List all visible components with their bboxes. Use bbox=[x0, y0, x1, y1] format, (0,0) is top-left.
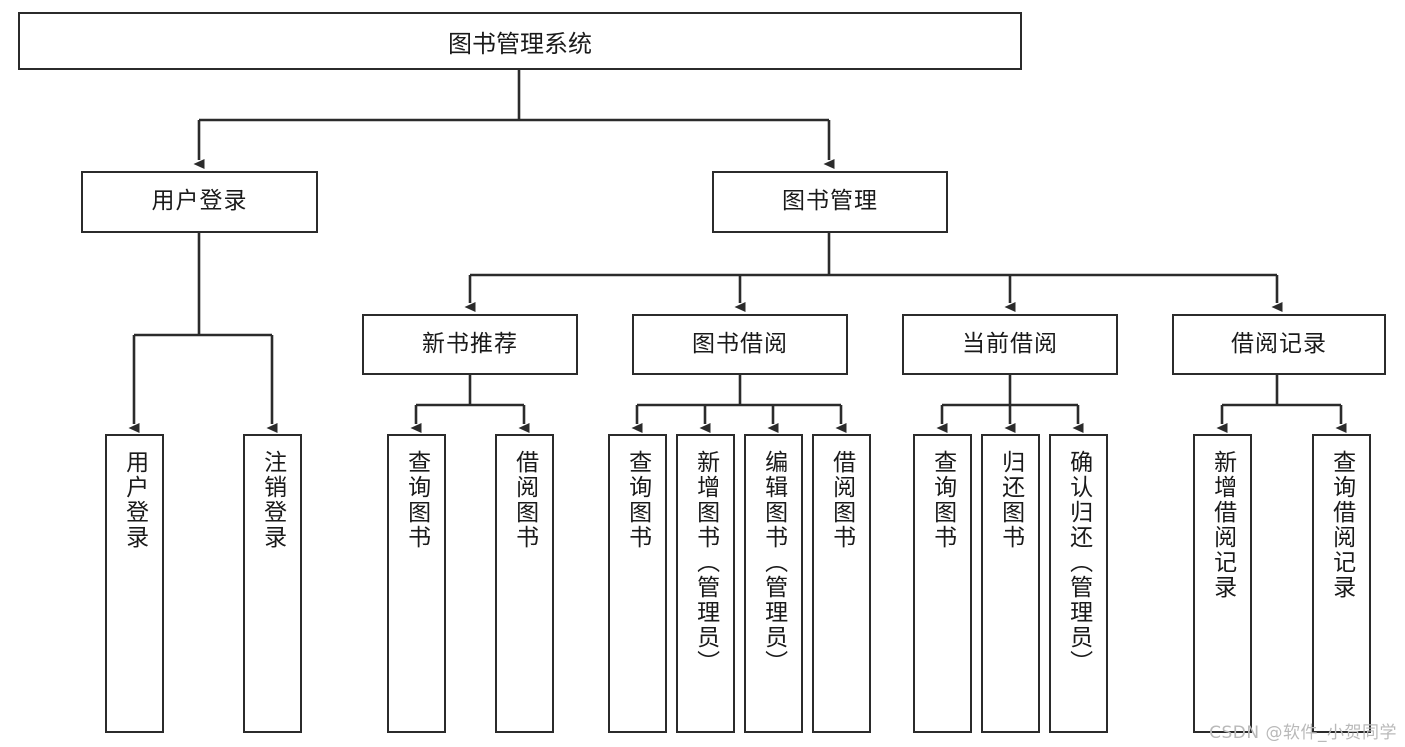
node-new-book-rec-label: 新书推荐 bbox=[422, 330, 518, 357]
node-root[interactable]: 图书管理系统 bbox=[18, 12, 1022, 70]
node-borrow-record-label: 借阅记录 bbox=[1231, 330, 1327, 357]
leaf-query-book-1-label: 查询图书 bbox=[403, 450, 430, 550]
leaf-edit-book-label: 编辑图书（管理员） bbox=[760, 450, 787, 675]
leaf-query-record[interactable]: 查询借阅记录 bbox=[1312, 434, 1371, 733]
leaf-add-record[interactable]: 新增借阅记录 bbox=[1193, 434, 1252, 733]
leaf-query-record-label: 查询借阅记录 bbox=[1328, 450, 1355, 600]
leaf-edit-book[interactable]: 编辑图书（管理员） bbox=[744, 434, 803, 733]
node-book-manage[interactable]: 图书管理 bbox=[712, 171, 948, 233]
leaf-borrow-book-2-label: 借阅图书 bbox=[828, 450, 855, 550]
leaf-confirm-return-label: 确认归还（管理员） bbox=[1065, 450, 1092, 675]
leaf-logout[interactable]: 注销登录 bbox=[243, 434, 302, 733]
leaf-query-book-3-label: 查询图书 bbox=[929, 450, 956, 550]
node-book-manage-label: 图书管理 bbox=[782, 188, 878, 215]
leaf-return-book[interactable]: 归还图书 bbox=[981, 434, 1040, 733]
leaf-borrow-book-1[interactable]: 借阅图书 bbox=[495, 434, 554, 733]
node-new-book-rec[interactable]: 新书推荐 bbox=[362, 314, 578, 375]
leaf-query-book-2[interactable]: 查询图书 bbox=[608, 434, 667, 733]
node-root-label: 图书管理系统 bbox=[448, 29, 592, 58]
node-user-login[interactable]: 用户登录 bbox=[81, 171, 318, 233]
leaf-user-login[interactable]: 用户登录 bbox=[105, 434, 164, 733]
leaf-user-login-label: 用户登录 bbox=[121, 450, 148, 550]
leaf-query-book-2-label: 查询图书 bbox=[624, 450, 651, 550]
leaf-return-book-label: 归还图书 bbox=[997, 450, 1024, 550]
node-current-borrow[interactable]: 当前借阅 bbox=[902, 314, 1118, 375]
leaf-borrow-book-2[interactable]: 借阅图书 bbox=[812, 434, 871, 733]
leaf-add-book[interactable]: 新增图书（管理员） bbox=[676, 434, 735, 733]
leaf-confirm-return[interactable]: 确认归还（管理员） bbox=[1049, 434, 1108, 733]
node-book-borrow-label: 图书借阅 bbox=[692, 330, 788, 357]
leaf-query-book-1[interactable]: 查询图书 bbox=[387, 434, 446, 733]
node-user-login-label: 用户登录 bbox=[151, 188, 248, 215]
watermark: CSDN @软件_小贺同学 bbox=[1209, 723, 1397, 743]
leaf-query-book-3[interactable]: 查询图书 bbox=[913, 434, 972, 733]
node-book-borrow[interactable]: 图书借阅 bbox=[632, 314, 848, 375]
leaf-logout-label: 注销登录 bbox=[259, 450, 286, 550]
leaf-borrow-book-1-label: 借阅图书 bbox=[511, 450, 538, 550]
leaf-add-record-label: 新增借阅记录 bbox=[1209, 450, 1236, 600]
node-current-borrow-label: 当前借阅 bbox=[962, 330, 1058, 357]
node-borrow-record[interactable]: 借阅记录 bbox=[1172, 314, 1386, 375]
leaf-add-book-label: 新增图书（管理员） bbox=[692, 450, 719, 675]
